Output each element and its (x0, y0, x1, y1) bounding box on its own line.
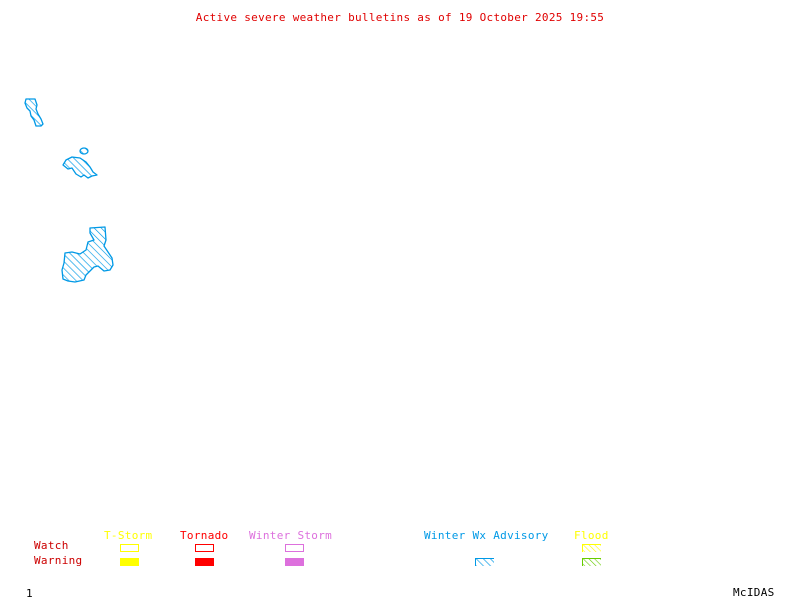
legend-header-tstorm: T-Storm (104, 529, 153, 542)
legend-header-winter-wx-advisory: Winter Wx Advisory (424, 529, 549, 542)
winter-wx-advisory-swatch (475, 558, 494, 566)
legend-header-tornado: Tornado (180, 529, 229, 542)
winter-storm-watch-swatch (285, 544, 304, 552)
legend-row-watch: Watch (34, 539, 69, 552)
advisory-area[interactable] (79, 147, 89, 155)
tstorm-watch-swatch (120, 544, 139, 552)
tornado-warning-swatch (195, 558, 214, 566)
flood-warning-swatch (582, 558, 601, 566)
tstorm-warning-swatch (120, 558, 139, 566)
bulletin-title: Active severe weather bulletins as of 19… (195, 11, 605, 24)
advisory-area[interactable] (61, 226, 114, 283)
tornado-watch-swatch (195, 544, 214, 552)
legend-row-warning: Warning (34, 554, 83, 567)
winter-storm-warning-swatch (285, 558, 304, 566)
frame-number: 1 (26, 587, 33, 600)
legend-header-winter-storm: Winter Storm (249, 529, 333, 542)
flood-watch-swatch (582, 544, 601, 552)
mcidas-brand: McIDAS (733, 586, 775, 599)
legend-header-flood: Flood (574, 529, 609, 542)
advisory-area[interactable] (24, 98, 44, 127)
advisory-areas (24, 98, 114, 283)
advisory-area[interactable] (62, 156, 98, 179)
